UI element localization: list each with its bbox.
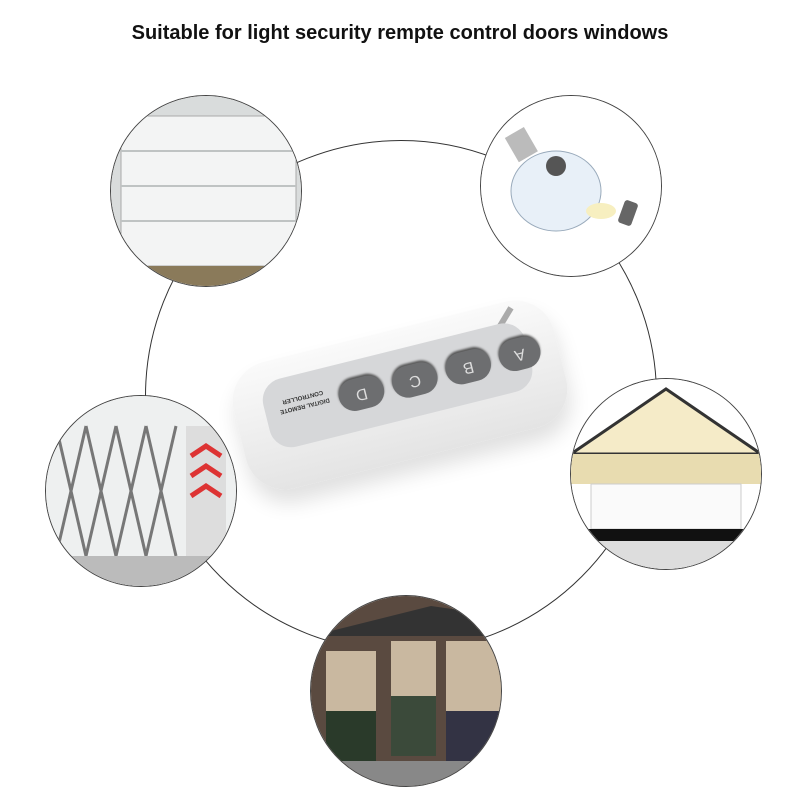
button-b[interactable]: B bbox=[441, 345, 495, 388]
light-bulb-icon bbox=[481, 96, 661, 276]
light-bulb-image bbox=[480, 95, 662, 277]
gate-icon bbox=[46, 396, 236, 586]
garage-door-icon bbox=[111, 96, 301, 286]
window-shutter-icon bbox=[311, 596, 501, 786]
button-c[interactable]: C bbox=[388, 358, 441, 402]
garage-door-image bbox=[110, 95, 302, 287]
button-panel: DIGITAL REMOTE CONTROLLER D C B A bbox=[258, 318, 544, 452]
roller-shutter-image bbox=[310, 595, 502, 787]
garage-house-image bbox=[570, 378, 762, 570]
button-d[interactable]: D bbox=[335, 372, 388, 415]
remote-body: DIGITAL REMOTE CONTROLLER D C B A bbox=[224, 292, 576, 498]
remote-label: DIGITAL REMOTE CONTROLLER bbox=[279, 388, 331, 415]
remote-control: DIGITAL REMOTE CONTROLLER D C B A bbox=[224, 292, 585, 500]
retractable-gate-image bbox=[45, 395, 237, 587]
page-title: Suitable for light security rempte contr… bbox=[131, 22, 669, 44]
button-a[interactable]: A bbox=[495, 333, 544, 375]
house-icon bbox=[571, 379, 761, 569]
